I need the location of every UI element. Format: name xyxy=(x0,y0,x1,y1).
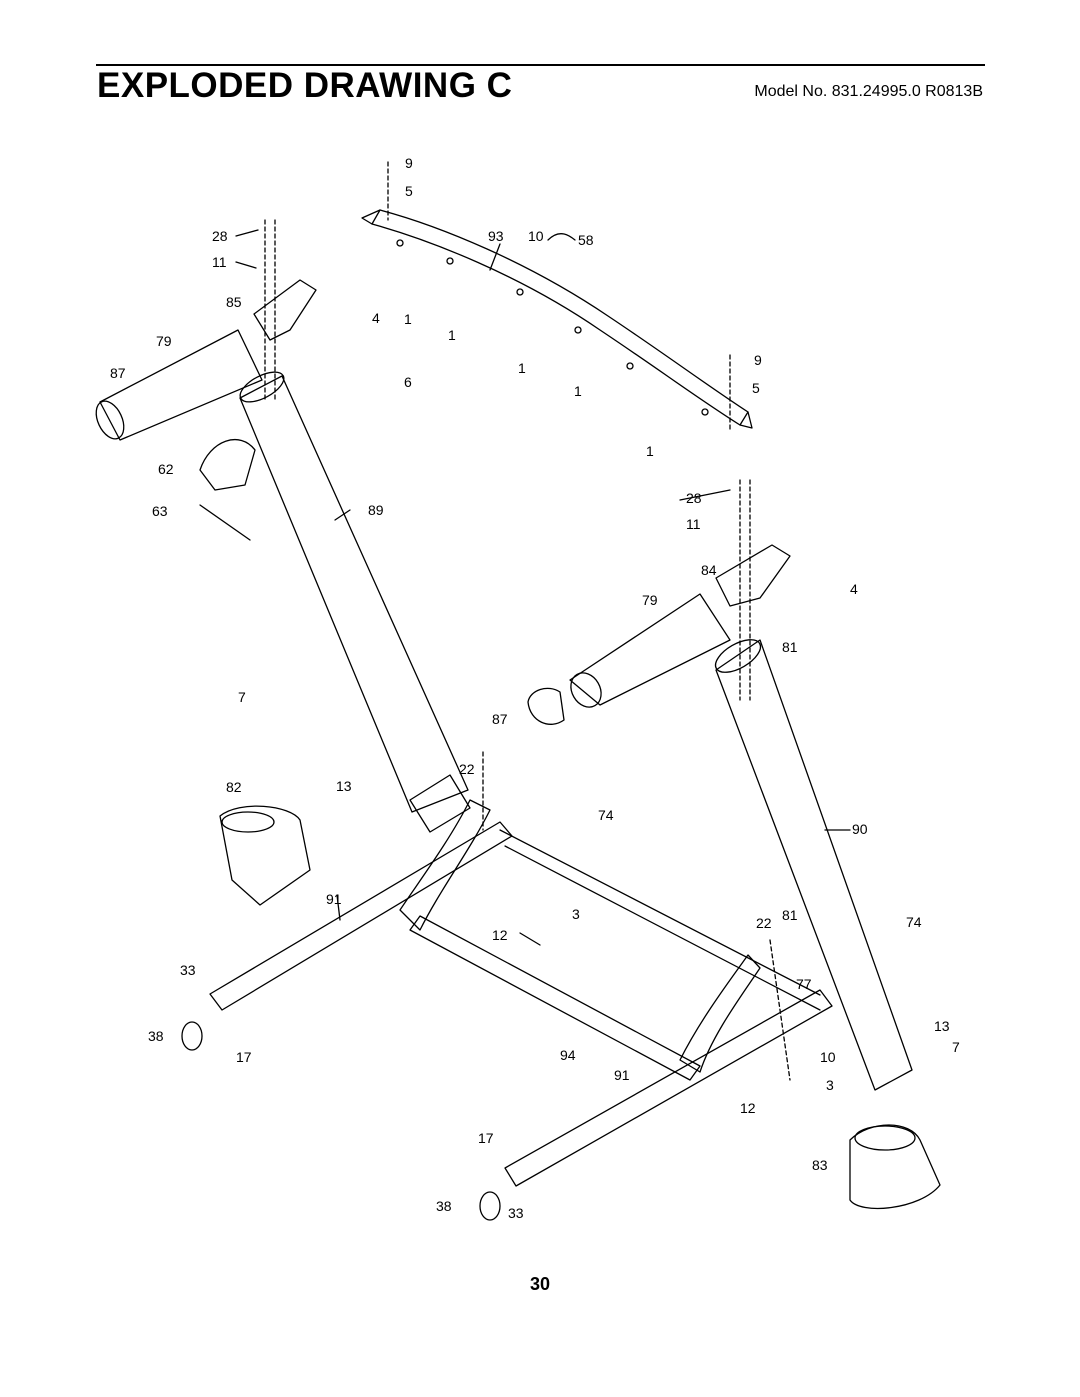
left-upright xyxy=(239,375,469,813)
part-label: 7 xyxy=(238,689,246,705)
part-label: 79 xyxy=(642,592,658,608)
left-handrail xyxy=(99,329,263,441)
part-label: 11 xyxy=(212,254,227,270)
part-label: 10 xyxy=(528,228,544,244)
part-label: 9 xyxy=(405,155,413,171)
part-label: 22 xyxy=(459,761,475,777)
part-label: 74 xyxy=(906,914,922,930)
part-label: 82 xyxy=(226,779,242,795)
part-labels: 9 5 28 11 93 10 58 85 4 1 1 79 1 9 87 6 … xyxy=(110,155,960,1221)
part-label: 87 xyxy=(492,711,508,727)
left-base-cover xyxy=(219,805,311,906)
part-label: 91 xyxy=(614,1067,630,1083)
part-label: 1 xyxy=(574,383,582,399)
part-label: 81 xyxy=(782,907,798,923)
part-label: 1 xyxy=(448,327,456,343)
part-label: 12 xyxy=(740,1100,756,1116)
part-label: 90 xyxy=(852,821,868,837)
part-label: 7 xyxy=(952,1039,960,1055)
part-label: 13 xyxy=(934,1018,950,1034)
part-label: 89 xyxy=(368,502,384,518)
part-label: 62 xyxy=(158,461,174,477)
part-label: 58 xyxy=(578,232,594,248)
part-label: 33 xyxy=(508,1205,524,1221)
part-label: 83 xyxy=(812,1157,828,1173)
part-label: 85 xyxy=(226,294,242,310)
right-base-cover xyxy=(849,1124,941,1210)
part-label: 4 xyxy=(372,310,380,326)
part-label: 1 xyxy=(404,311,412,327)
header-rule xyxy=(96,64,985,66)
part-label: 74 xyxy=(598,807,614,823)
part-label: 17 xyxy=(236,1049,252,1065)
part-label: 1 xyxy=(646,443,654,459)
part-label: 1 xyxy=(518,360,526,376)
model-number: Model No. 831.24995.0 R0813B xyxy=(754,83,983,100)
part-label: 28 xyxy=(212,228,228,244)
part-label: 87 xyxy=(110,365,126,381)
part-label: 38 xyxy=(148,1028,164,1044)
part-label: 9 xyxy=(754,352,762,368)
part-label: 3 xyxy=(572,906,580,922)
part-label: 33 xyxy=(180,962,196,978)
part-label: 17 xyxy=(478,1130,494,1146)
right-handrail xyxy=(569,593,731,706)
part-label: 22 xyxy=(756,915,772,931)
part-label: 4 xyxy=(850,581,858,597)
part-label: 11 xyxy=(686,516,701,532)
part-label: 10 xyxy=(820,1049,836,1065)
part-label: 94 xyxy=(560,1047,576,1063)
part-label: 5 xyxy=(405,183,413,199)
part-label: 77 xyxy=(796,976,812,992)
right-upright xyxy=(715,639,913,1091)
part-label: 13 xyxy=(336,778,352,794)
crossbar xyxy=(371,209,749,426)
page-number: 30 xyxy=(529,1274,551,1294)
part-label: 38 xyxy=(436,1198,452,1214)
part-label: 79 xyxy=(156,333,172,349)
page-title: EXPLODED DRAWING C xyxy=(97,66,513,105)
part-label: 81 xyxy=(782,639,798,655)
part-label: 28 xyxy=(686,490,702,506)
part-label: 63 xyxy=(152,503,168,519)
part-label: 5 xyxy=(752,380,760,396)
part-label: 84 xyxy=(701,562,717,578)
part-label: 93 xyxy=(488,228,504,244)
part-label: 6 xyxy=(404,374,412,390)
part-label: 3 xyxy=(826,1077,834,1093)
part-label: 12 xyxy=(492,927,508,943)
part-label: 91 xyxy=(326,891,342,907)
